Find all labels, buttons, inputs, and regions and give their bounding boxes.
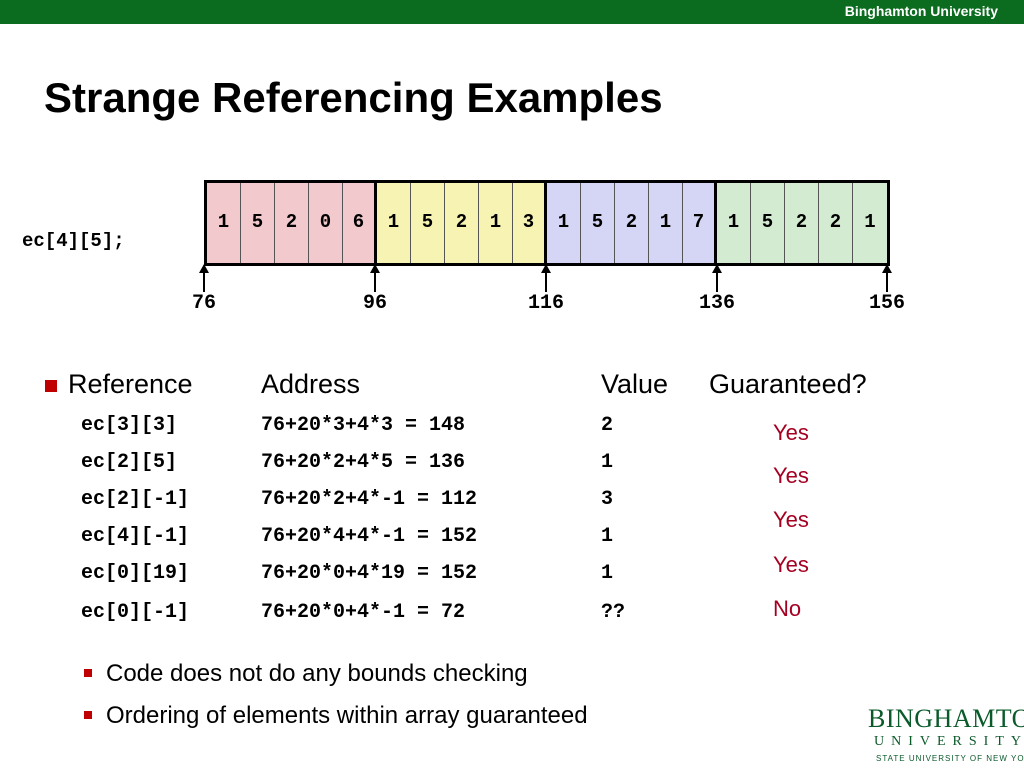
array-cell: 5 — [241, 183, 275, 263]
address-arrow-icon — [541, 264, 551, 292]
value-cell: 1 — [601, 525, 614, 548]
array-cell: 1 — [207, 183, 241, 263]
address-label: 96 — [362, 292, 388, 315]
brand-name: Binghamton University — [844, 3, 998, 19]
array-cell: 2 — [615, 183, 649, 263]
value-cell: 2 — [601, 414, 614, 437]
guaranteed-cell: Yes — [773, 552, 809, 577]
address-label: 136 — [698, 292, 736, 315]
array-cell: 1 — [547, 183, 581, 263]
value-cell: ?? — [601, 601, 626, 624]
array-cell: 5 — [751, 183, 785, 263]
header-address: Address — [261, 369, 361, 399]
reference-cell: ec[2][-1] — [81, 488, 190, 511]
bullet-square-icon — [84, 711, 92, 719]
address-arrow-icon — [199, 264, 209, 292]
reference-cell: ec[0][19] — [81, 562, 190, 585]
address-cell: 76+20*2+4*-1 = 112 — [261, 488, 478, 511]
header-guaranteed: Guaranteed? — [709, 369, 867, 399]
address-cell: 76+20*0+4*-1 = 72 — [261, 601, 466, 624]
array-cell: 1 — [649, 183, 683, 263]
reference-cell: ec[0][-1] — [81, 601, 190, 624]
reference-cell: ec[2][5] — [81, 451, 178, 474]
guaranteed-cell: Yes — [773, 420, 809, 445]
value-cell: 1 — [601, 451, 614, 474]
value-cell: 3 — [601, 488, 614, 511]
array-cell: 1 — [377, 183, 411, 263]
array-cell: 1 — [853, 183, 887, 263]
array-cell: 1 — [479, 183, 513, 263]
array-cell: 7 — [683, 183, 717, 263]
array-cell: 2 — [275, 183, 309, 263]
reference-cell: ec[3][3] — [81, 414, 178, 437]
header-value: Value — [601, 369, 669, 399]
university-logo: BINGHAMTON UNIVERSITY STATE UNIVERSITY O… — [868, 704, 1024, 763]
reference-cell: ec[4][-1] — [81, 525, 190, 548]
address-label: 156 — [868, 292, 906, 315]
address-cell: 76+20*3+4*3 = 148 — [261, 414, 466, 437]
address-arrow-icon — [370, 264, 380, 292]
address-arrow-icon — [882, 264, 892, 292]
array-cell: 2 — [819, 183, 853, 263]
header-reference: Reference — [68, 369, 193, 399]
array-cell: 0 — [309, 183, 343, 263]
guaranteed-cell: No — [773, 596, 802, 621]
value-cell: 1 — [601, 562, 614, 585]
array-declaration: ec[4][5]; — [22, 230, 125, 252]
address-cell: 76+20*4+4*-1 = 152 — [261, 525, 478, 548]
address-label: 76 — [191, 292, 217, 315]
bullet-square-icon — [84, 669, 92, 677]
address-arrow-icon — [712, 264, 722, 292]
address-cell: 76+20*0+4*19 = 152 — [261, 562, 478, 585]
bullet-square-icon — [45, 380, 57, 392]
guaranteed-cell: Yes — [773, 463, 809, 488]
array-cell: 2 — [445, 183, 479, 263]
address-cell: 76+20*2+4*5 = 136 — [261, 451, 466, 474]
address-label: 116 — [527, 292, 565, 315]
slide-title: Strange Referencing Examples — [44, 74, 663, 121]
array-cell: 2 — [785, 183, 819, 263]
array-cell: 5 — [581, 183, 615, 263]
top-banner: Binghamton University — [0, 0, 1024, 24]
array-cell: 3 — [513, 183, 547, 263]
array-cell: 6 — [343, 183, 377, 263]
array-cell: 5 — [411, 183, 445, 263]
array-cell: 1 — [717, 183, 751, 263]
guaranteed-cell: Yes — [773, 507, 809, 532]
